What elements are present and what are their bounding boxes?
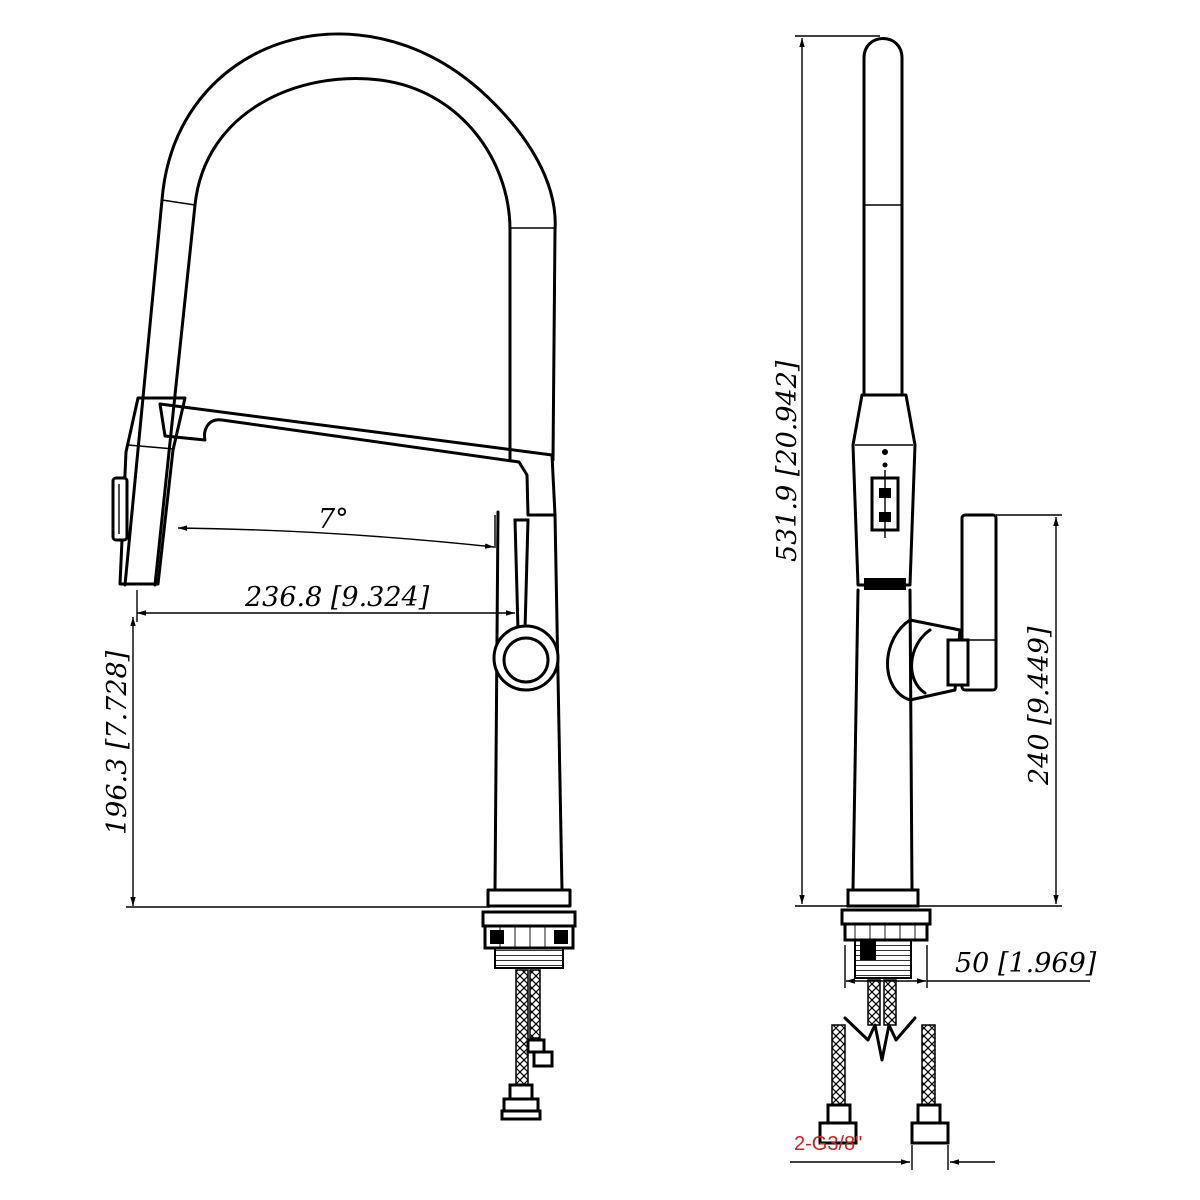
side-supply-hoses: [818, 979, 950, 1145]
spout-height-label: 196.3 [7.728]: [102, 650, 133, 835]
angle-label: 7°: [318, 504, 349, 535]
front-supply-hoses: [500, 969, 554, 1121]
front-spray-head: [111, 396, 187, 586]
front-spout-height-dimension: 196.3 [7.728]: [102, 617, 490, 908]
side-view: 531.9 [20.942] 240 [9.449] 50 [1.969] 2-…: [772, 35, 1097, 1170]
front-reach-dimension: 236.8 [9.324]: [136, 582, 515, 622]
side-pipe: [862, 37, 904, 397]
front-hose-arc: [123, 32, 557, 587]
handle-height-label: 240 [9.449]: [1024, 626, 1055, 786]
base-diameter-label: 50 [1.969]: [955, 948, 1097, 979]
side-spray-head: [851, 393, 917, 590]
reach-label: 236.8 [9.324]: [244, 582, 430, 613]
side-base-diameter-dimension: 50 [1.969]: [844, 945, 1097, 988]
side-connection-dimension: 2-G3/8": [790, 1133, 995, 1170]
connection-label: 2-G3/8": [794, 1133, 862, 1155]
front-holder-arm: [158, 402, 557, 517]
side-mount: [840, 908, 932, 979]
total-height-label: 531.9 [20.942]: [772, 360, 803, 562]
front-angle-dimension: 7°: [177, 504, 496, 549]
front-body: [486, 510, 572, 908]
front-mount: [481, 910, 577, 969]
side-lever-handle: [886, 513, 998, 702]
side-total-height-dimension: 531.9 [20.942]: [772, 35, 880, 907]
side-handle-height-dimension: 240 [9.449]: [918, 514, 1062, 907]
side-body: [846, 588, 920, 908]
front-view: 7° 236.8 [9.324] 196.3 [7.728]: [102, 32, 577, 1121]
